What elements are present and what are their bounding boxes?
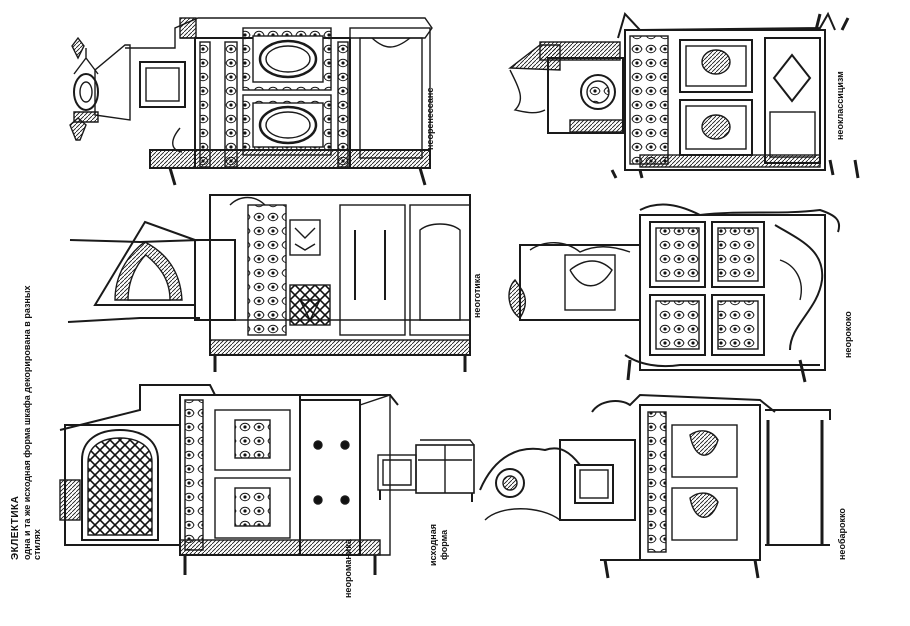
cabinet-neobaroque	[479, 393, 831, 579]
plate-caption: ЭКЛЕКТИКА одна и та же исходная форма шк…	[10, 285, 42, 560]
cabinet-neorococo	[508, 203, 840, 383]
caption-line-2: стилях	[31, 529, 42, 560]
cabinet-neoclassicism	[508, 11, 860, 179]
caption-title: ЭКЛЕКТИКА	[10, 495, 21, 560]
cabinet-neoromanesque	[59, 384, 399, 575]
cabinet-neogothic	[67, 194, 471, 372]
cabinet-original-form	[377, 439, 475, 502]
label-neoromanesque: неороманика	[343, 539, 353, 598]
label-neorococo: неорококо	[843, 311, 853, 358]
label-original-form-2: форма	[439, 529, 449, 560]
label-neoclassicism: неоклассицизм	[835, 71, 845, 140]
label-neorenaissance: неоренессанс	[425, 87, 435, 150]
cabinet-neorenaissance	[69, 17, 433, 186]
label-original-form-1: исходная	[428, 524, 438, 566]
label-neobaroque: необарокко	[837, 508, 847, 560]
caption-line-1: одна и та же исходная форма шкафа декори…	[21, 285, 32, 560]
label-neogothic: неоготика	[472, 273, 482, 318]
